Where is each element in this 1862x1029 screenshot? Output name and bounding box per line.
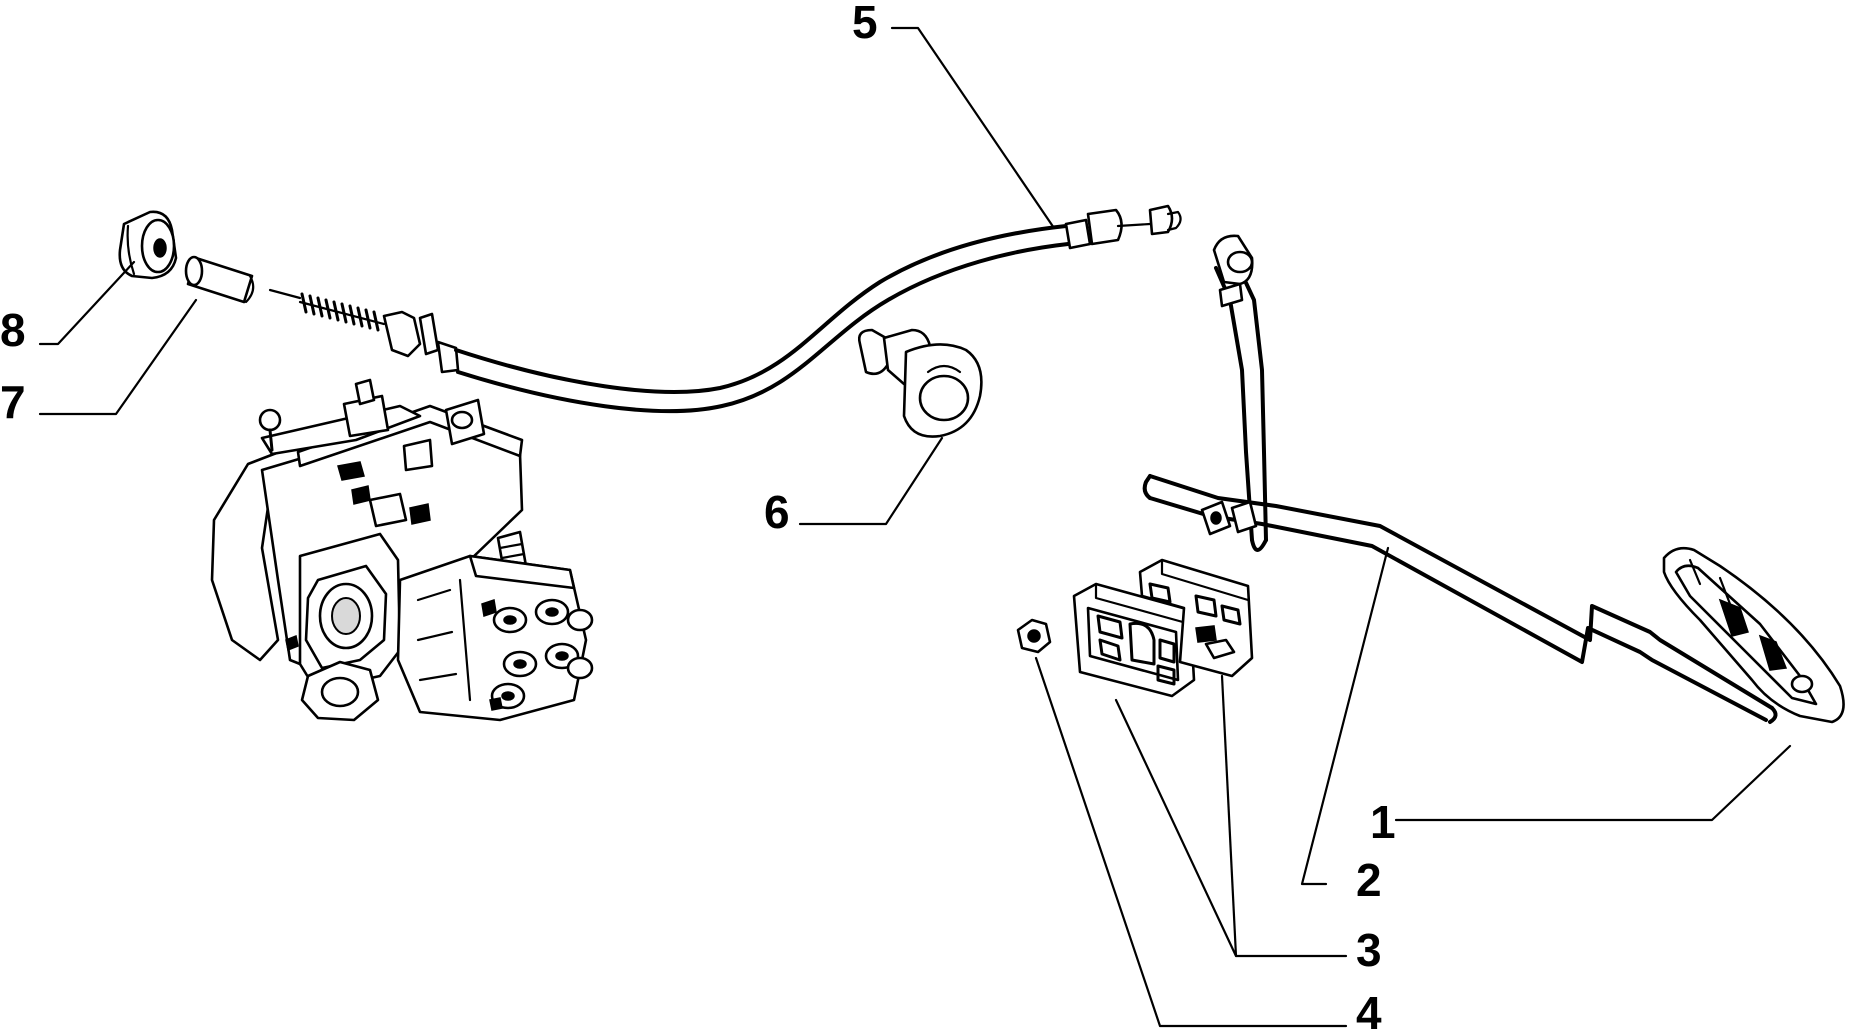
part-2-pedal-lever[interactable] [1142, 234, 1778, 724]
callout-5: 5 [852, 0, 878, 48]
leader-line-5 [890, 26, 1056, 230]
callout-4: 4 [1356, 987, 1382, 1029]
leader-line-3b [1220, 674, 1238, 958]
part-4-nut[interactable] [1016, 618, 1052, 654]
callout-1: 1 [1370, 796, 1396, 848]
leader-line-2 [1300, 546, 1390, 886]
leader-line-6 [798, 436, 944, 526]
callout-2: 2 [1356, 854, 1382, 906]
part-1-pedal-pad[interactable] [1662, 546, 1845, 724]
part-3-front-pad[interactable] [1072, 582, 1196, 698]
cable-spring [298, 292, 386, 332]
injection-pump-assembly [210, 378, 594, 722]
callout-labels: 1 2 3 4 5 6 7 8 [0, 0, 1396, 1029]
callout-3: 3 [1356, 924, 1382, 976]
leader-lines [38, 26, 1792, 1028]
callout-8: 8 [0, 304, 26, 356]
leader-line-3a [1114, 698, 1348, 958]
leader-line-8 [38, 260, 136, 346]
leader-line-1 [1394, 744, 1792, 822]
part-3-rear-pad[interactable] [1138, 558, 1254, 678]
part-7-sleeve[interactable] [184, 255, 255, 304]
leader-line-7 [38, 298, 198, 416]
callout-6: 6 [764, 486, 790, 538]
leader-line-4 [1034, 656, 1348, 1028]
part-5-throttle-cable[interactable] [268, 204, 1182, 414]
callout-7: 7 [0, 376, 26, 428]
part-6-cable-clip[interactable] [857, 328, 983, 438]
